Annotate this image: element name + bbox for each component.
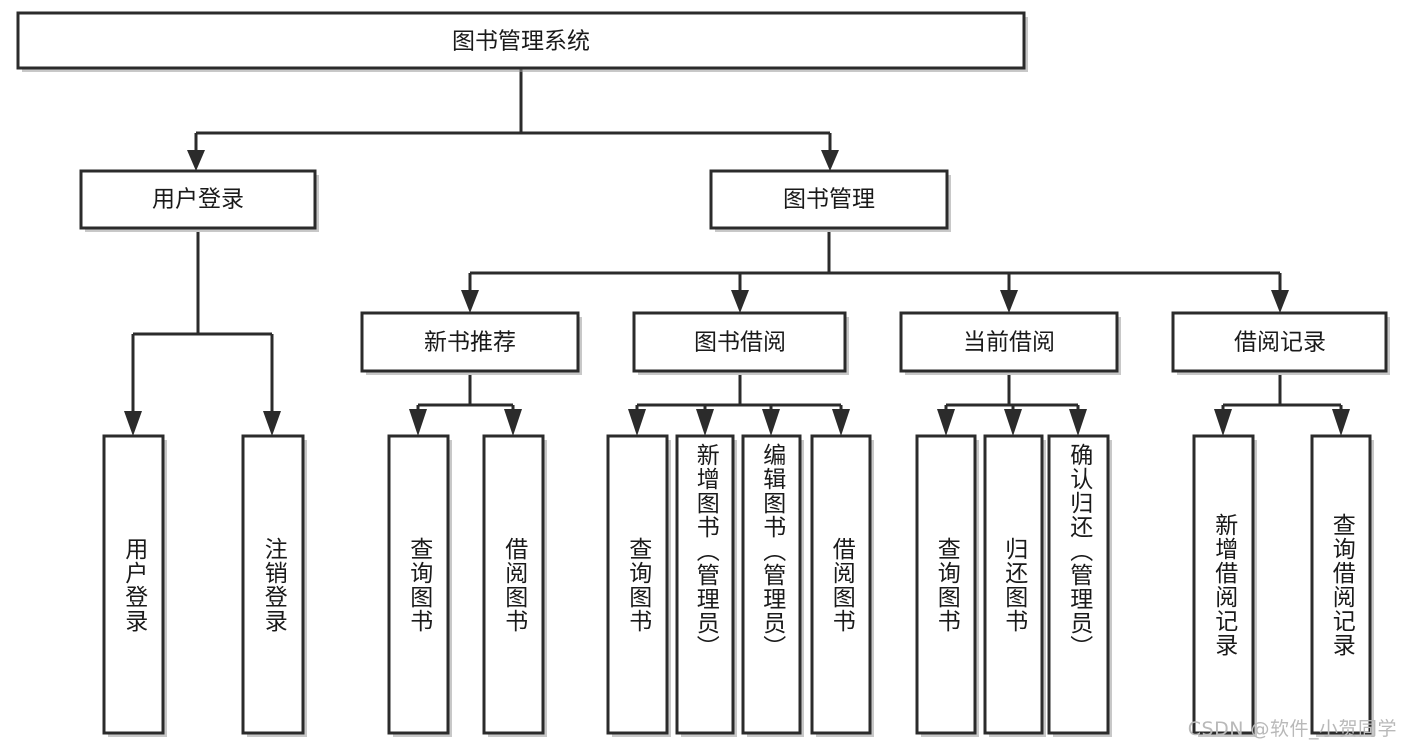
- node-new-book-recommend[interactable]: 新书推荐: [360, 311, 582, 375]
- arrow-to-leaf-edit-book: [762, 409, 780, 436]
- node-user-login-box: [79, 169, 317, 230]
- arrow-to-borrow-record: [1271, 290, 1289, 313]
- arrow-to-new-book-recommend: [461, 290, 479, 313]
- node-book-borrow[interactable]: 图书借阅: [632, 311, 849, 375]
- node-borrow-record[interactable]: 借阅记录: [1171, 311, 1390, 375]
- node-leaf-add-book-box: [675, 434, 735, 735]
- node-new-book-recommend-box: [360, 311, 580, 373]
- node-leaf-query-record-box: [1310, 434, 1372, 735]
- node-leaf-query-book-2[interactable]: [606, 434, 671, 737]
- leaf-boxes: [102, 434, 1374, 737]
- node-book-borrow-label: 图书借阅: [694, 330, 786, 356]
- node-leaf-borrow-book-2-box: [810, 434, 872, 735]
- node-leaf-logout-login[interactable]: [241, 434, 307, 737]
- node-borrow-record-box: [1171, 311, 1388, 373]
- node-leaf-confirm-return-box: [1047, 434, 1110, 735]
- node-book-manage-label: 图书管理: [783, 187, 875, 213]
- node-leaf-query-book-1[interactable]: [387, 434, 452, 737]
- node-leaf-query-book-2-box: [606, 434, 669, 735]
- node-user-login[interactable]: 用户登录: [79, 169, 319, 232]
- node-borrow-record-label: 借阅记录: [1234, 330, 1326, 356]
- node-leaf-user-login-box: [102, 434, 165, 735]
- node-leaf-query-book-1-box: [387, 434, 450, 735]
- node-leaf-query-record[interactable]: [1310, 434, 1374, 737]
- arrow-to-book-manage: [821, 150, 839, 171]
- arrow-to-leaf-confirm-return: [1069, 409, 1087, 436]
- arrow-to-leaf-query-record: [1332, 409, 1350, 436]
- node-leaf-borrow-book-1-box: [482, 434, 545, 735]
- arrow-to-leaf-borrow-book-2: [832, 409, 850, 436]
- node-leaf-borrow-book-1[interactable]: [482, 434, 547, 737]
- node-leaf-add-record-box: [1192, 434, 1255, 735]
- arrow-to-leaf-user-login: [124, 411, 142, 436]
- node-leaf-edit-book-box: [741, 434, 802, 735]
- arrow-to-leaf-add-book: [696, 409, 714, 436]
- node-leaf-add-record[interactable]: [1192, 434, 1257, 737]
- arrow-to-leaf-borrow-book-1: [504, 409, 522, 436]
- arrow-to-book-borrow: [731, 290, 749, 313]
- node-leaf-logout-login-box: [241, 434, 305, 735]
- node-user-login-label: 用户登录: [152, 187, 244, 213]
- arrow-to-leaf-logout-login: [263, 411, 281, 436]
- node-leaf-user-login[interactable]: [102, 434, 167, 737]
- node-book-borrow-box: [632, 311, 847, 373]
- node-leaf-return-book[interactable]: [983, 434, 1046, 737]
- arrow-to-leaf-query-book-3: [937, 409, 955, 436]
- node-new-book-recommend-label: 新书推荐: [424, 330, 516, 356]
- node-root-box: [16, 11, 1026, 70]
- node-leaf-confirm-return[interactable]: [1047, 434, 1112, 737]
- arrow-to-leaf-return-book: [1004, 409, 1022, 436]
- csdn-watermark: CSDN @软件_小贺同学: [1187, 718, 1397, 740]
- arrow-to-user-login: [187, 150, 205, 171]
- node-current-borrow[interactable]: 当前借阅: [899, 311, 1121, 375]
- arrow-to-leaf-add-record: [1214, 409, 1232, 436]
- node-leaf-borrow-book-2[interactable]: [810, 434, 874, 737]
- node-book-manage[interactable]: 图书管理: [709, 169, 951, 232]
- node-leaf-query-book-3-box: [915, 434, 977, 735]
- node-leaf-add-book[interactable]: [675, 434, 737, 737]
- arrow-to-leaf-query-book-1: [409, 409, 427, 436]
- node-book-manage-box: [709, 169, 949, 230]
- node-root[interactable]: 图书管理系统: [16, 11, 1028, 72]
- arrow-to-current-borrow: [1000, 290, 1018, 313]
- arrow-to-leaf-query-book-2: [628, 409, 646, 436]
- node-leaf-query-book-3[interactable]: [915, 434, 979, 737]
- node-root-label: 图书管理系统: [452, 29, 590, 55]
- node-current-borrow-label: 当前借阅: [963, 330, 1055, 356]
- node-leaf-edit-book[interactable]: [741, 434, 804, 737]
- connector-lines: [124, 68, 1350, 436]
- node-current-borrow-box: [899, 311, 1119, 373]
- node-leaf-return-book-box: [983, 434, 1044, 735]
